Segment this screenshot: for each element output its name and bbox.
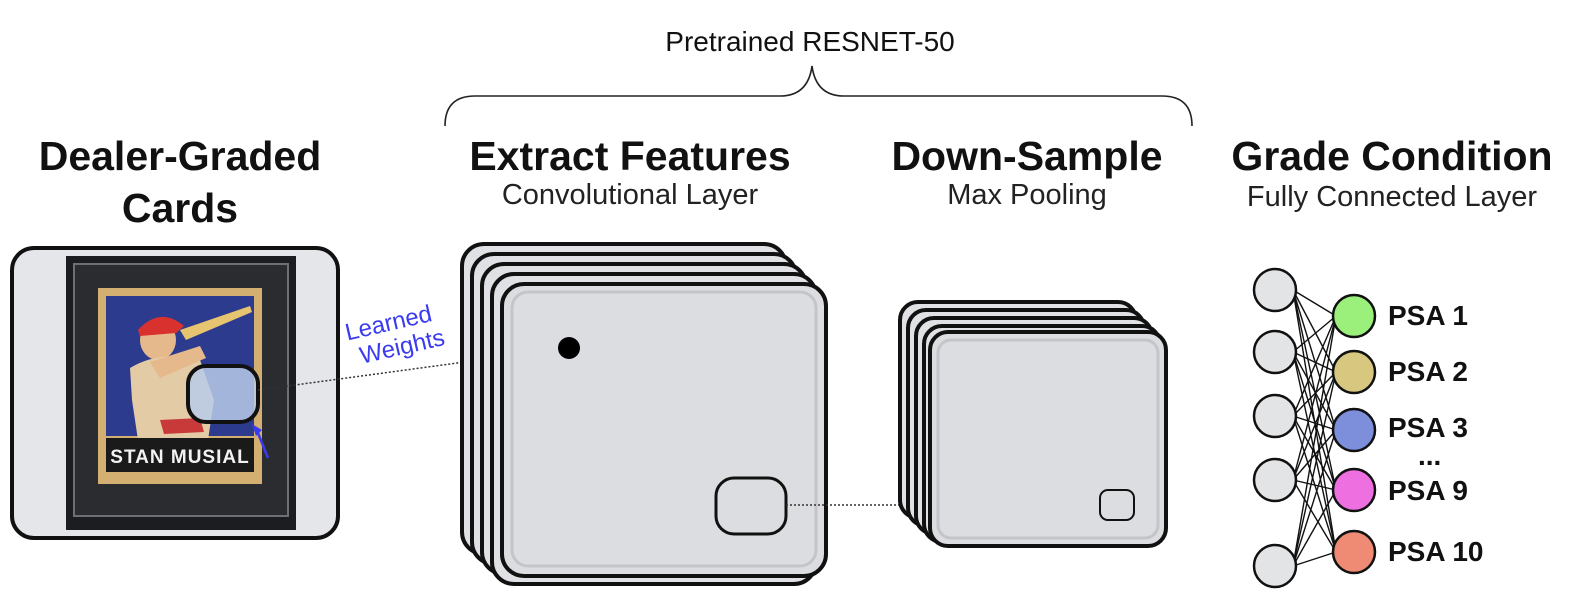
feature-point: [558, 337, 580, 359]
pooled-cell: [1099, 489, 1135, 521]
input-title-line2: Cards: [121, 185, 239, 231]
fc-edge: [1292, 315, 1337, 567]
card-player-name: STAN MUSIAL: [110, 447, 249, 468]
fc-output-nodes: [1331, 293, 1377, 575]
conv-title: Extract Features: [469, 133, 791, 179]
output-ellipsis: ...: [1418, 440, 1442, 471]
fc-edge: [1292, 479, 1337, 491]
pool-subtitle: Max Pooling: [947, 179, 1107, 211]
output-label-psa-3: PSA 3: [1388, 412, 1468, 443]
fc-edge: [1292, 429, 1337, 567]
fc-input-node: [1252, 267, 1298, 313]
pooling-window: [714, 476, 788, 536]
fc-edges: [1292, 289, 1337, 567]
pool-title: Down-Sample: [891, 133, 1163, 179]
resnet-bracket: [444, 65, 1193, 127]
fc-edge: [1292, 479, 1337, 553]
fc-edge: [1292, 315, 1337, 417]
fc-edge: [1292, 371, 1337, 417]
fc-subtitle: Fully Connected Layer: [1246, 181, 1538, 213]
fc-edge: [1292, 489, 1337, 567]
fc-output-node: [1331, 293, 1377, 339]
resnet-bracket-label: Pretrained RESNET-50: [665, 26, 955, 57]
fc-output-node: [1331, 529, 1377, 575]
output-label-psa-10: PSA 10: [1388, 536, 1484, 567]
output-label-psa-2: PSA 2: [1388, 356, 1468, 387]
fc-input-node: [1252, 393, 1298, 439]
conv-subtitle: Convolutional Layer: [501, 179, 759, 211]
fc-output-node: [1331, 407, 1377, 453]
fc-title: Grade Condition: [1231, 133, 1553, 179]
fc-input-node: [1252, 329, 1298, 375]
card-panel: STAN MUSIAL: [10, 246, 340, 540]
fc-edge: [1292, 289, 1337, 317]
pooled-feature-maps: [898, 300, 1168, 548]
fc-edge: [1292, 415, 1337, 553]
fc-output-node: [1331, 467, 1377, 513]
fc-edge: [1292, 551, 1337, 567]
fc-input-nodes: [1252, 267, 1298, 589]
fc-edge: [1292, 415, 1337, 491]
fc-edge: [1292, 351, 1337, 431]
fc-edge: [1292, 429, 1337, 481]
fc-edge: [1292, 371, 1337, 481]
fc-edge: [1292, 315, 1337, 353]
fc-edge: [1292, 415, 1337, 431]
fc-edge: [1292, 351, 1337, 491]
receptive-field-window: [186, 364, 260, 424]
output-label-psa-1: PSA 1: [1388, 300, 1468, 331]
fc-output-node: [1331, 349, 1377, 395]
fc-edge: [1292, 351, 1337, 373]
fc-input-node: [1252, 543, 1298, 589]
output-label-psa-9: PSA 9: [1388, 475, 1468, 506]
fc-edge: [1292, 315, 1337, 481]
input-title-line1: Dealer-Graded: [38, 133, 322, 179]
fc-input-node: [1252, 457, 1298, 503]
fc-edge: [1292, 371, 1337, 567]
